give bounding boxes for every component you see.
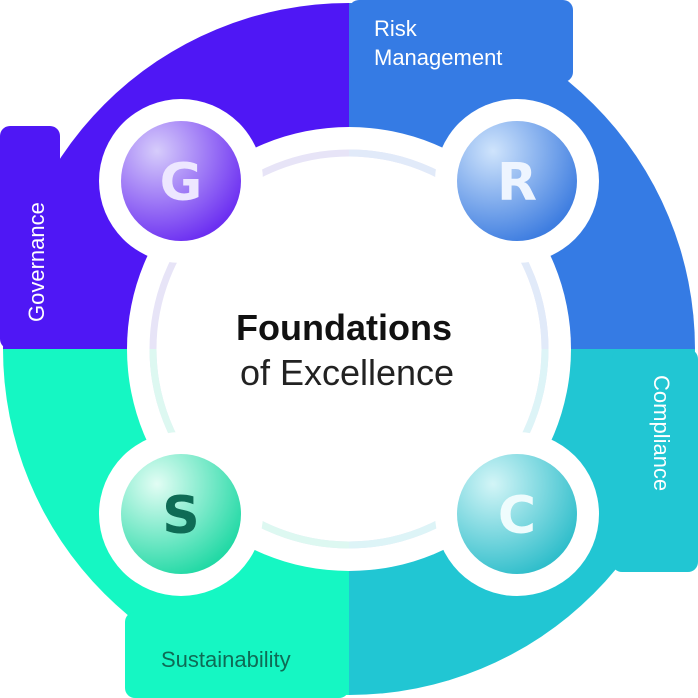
badge-compliance-letter: C (498, 486, 536, 546)
badge-sustainability: S (99, 432, 263, 596)
badge-compliance: C (435, 432, 599, 596)
badge-risk-letter: R (497, 153, 537, 213)
sustainability-tab (125, 612, 349, 698)
governance-tab (0, 126, 60, 349)
badge-sustainability-circle (121, 454, 241, 574)
compliance-tab (612, 349, 698, 572)
badge-risk-circle (457, 121, 577, 241)
center-title: Foundations (236, 307, 452, 348)
risk-label-line2: Management (374, 45, 502, 70)
badge-governance-letter: G (160, 153, 203, 213)
badge-governance: G (99, 99, 263, 263)
risk-tab (349, 0, 573, 82)
compliance-label: Compliance (649, 375, 674, 491)
governance-label: Governance (24, 202, 49, 322)
badge-sustainability-letter: S (162, 486, 199, 546)
badge-compliance-circle (457, 454, 577, 574)
badge-governance-circle (121, 121, 241, 241)
center-subtitle: of Excellence (240, 352, 454, 393)
risk-label-line1: Risk (374, 16, 418, 41)
sustainability-label: Sustainability (161, 647, 291, 672)
badge-risk: R (435, 99, 599, 263)
